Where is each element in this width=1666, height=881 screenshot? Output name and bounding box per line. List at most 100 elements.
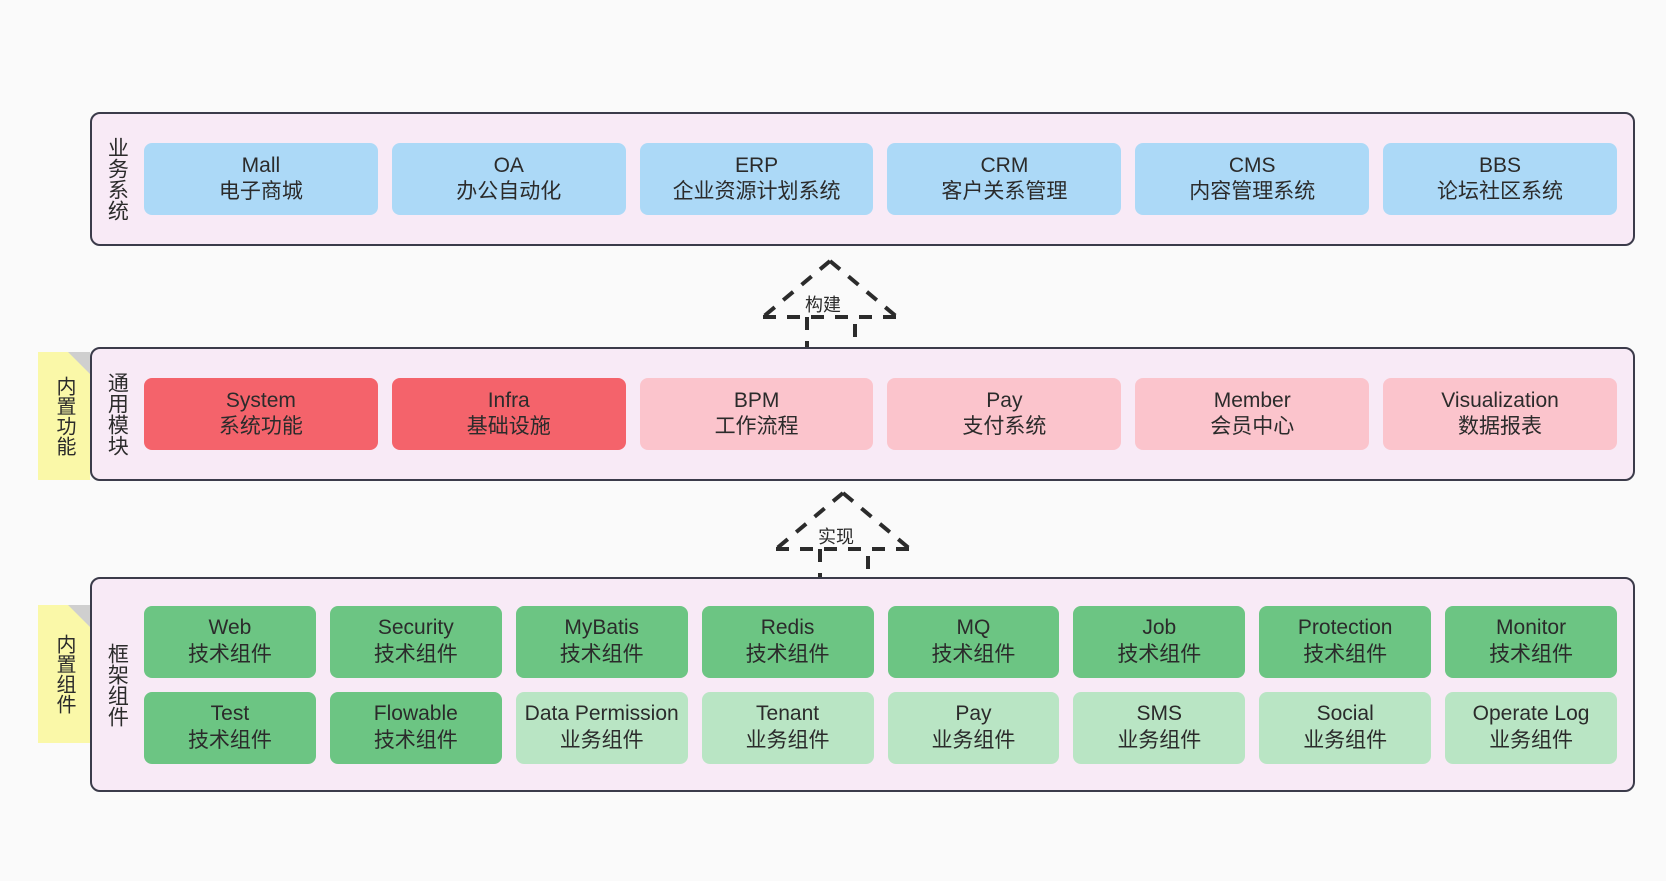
card-title-en: Flowable bbox=[373, 702, 458, 726]
card-title-en: ERP bbox=[734, 153, 779, 177]
card-title-cn: 电子商城 bbox=[218, 180, 303, 203]
layer-modules-body: System 系统功能 Infra 基础设施 BPM 工作流程 Pay 支付系统 Member 会… bbox=[140, 349, 1633, 479]
card-title-en: Job bbox=[1142, 616, 1177, 640]
card-title-en: Pay bbox=[986, 388, 1023, 412]
card-title-en: Security bbox=[377, 616, 454, 640]
card-title-cn: 企业资源计划系统 bbox=[672, 180, 841, 203]
card-title-en: Member bbox=[1213, 388, 1291, 412]
card-title-cn: 业务组件 bbox=[1303, 728, 1388, 752]
sticky-note-builtin-components: 内置组件 bbox=[38, 605, 90, 743]
module-card-member[interactable]: Member 会员中心 bbox=[1135, 378, 1370, 450]
layer-business-title: 业务系统 bbox=[105, 137, 129, 221]
business-card-crm[interactable]: CRM 客户关系管理 bbox=[887, 143, 1122, 215]
card-title-en: System bbox=[225, 388, 296, 412]
card-title-cn: 业务组件 bbox=[745, 728, 830, 752]
card-title-en: MyBatis bbox=[564, 616, 640, 640]
card-title-cn: 技术组件 bbox=[373, 728, 458, 752]
module-card-system[interactable]: System 系统功能 bbox=[144, 378, 378, 450]
modules-cards-row: System 系统功能 Infra 基础设施 BPM 工作流程 Pay 支付系统 Member 会… bbox=[144, 378, 1617, 450]
card-title-cn: 论坛社区系统 bbox=[1437, 180, 1564, 203]
card-title-en: CMS bbox=[1228, 153, 1276, 177]
card-title-en: BPM bbox=[733, 388, 780, 412]
card-title-en: Redis bbox=[760, 616, 815, 640]
card-title-cn: 工作流程 bbox=[714, 415, 799, 438]
card-title-cn: 技术组件 bbox=[559, 642, 644, 666]
card-title-cn: 技术组件 bbox=[745, 642, 830, 666]
card-title-cn: 业务组件 bbox=[1117, 728, 1202, 752]
sticky-fold-icon bbox=[68, 352, 90, 374]
business-card-bbs[interactable]: BBS 论坛社区系统 bbox=[1383, 143, 1617, 215]
card-title-en: Data Permission bbox=[524, 702, 679, 726]
card-title-cn: 技术组件 bbox=[1117, 642, 1202, 666]
card-title-cn: 技术组件 bbox=[187, 642, 272, 666]
card-title-cn: 数据报表 bbox=[1458, 415, 1543, 438]
card-title-en: Web bbox=[208, 616, 252, 640]
card-title-cn: 支付系统 bbox=[962, 415, 1047, 438]
layer-modules-title: 通用模块 bbox=[105, 372, 129, 456]
card-title-cn: 技术组件 bbox=[187, 728, 272, 752]
module-card-bpm[interactable]: BPM 工作流程 bbox=[639, 378, 874, 450]
card-title-en: Monitor bbox=[1496, 616, 1567, 640]
card-title-cn: 内容管理系统 bbox=[1189, 180, 1316, 203]
card-title-en: Test bbox=[210, 702, 250, 726]
card-title-en: SMS bbox=[1136, 702, 1183, 726]
module-card-visualization[interactable]: Visualization 数据报表 bbox=[1383, 378, 1617, 450]
module-card-infra[interactable]: Infra 基础设施 bbox=[391, 378, 626, 450]
card-title-en: BBS bbox=[1479, 153, 1522, 177]
sticky-note-builtin-features-label: 内置功能 bbox=[53, 376, 75, 456]
layer-framework-title: 框架组件 bbox=[105, 642, 129, 727]
card-title-cn: 技术组件 bbox=[931, 642, 1016, 666]
sticky-fold-icon bbox=[68, 605, 90, 627]
business-card-cms[interactable]: CMS 内容管理系统 bbox=[1135, 143, 1370, 215]
card-title-en: Mall bbox=[241, 153, 281, 177]
business-card-mall[interactable]: Mall 电子商城 bbox=[144, 143, 378, 215]
module-card-pay[interactable]: Pay 支付系统 bbox=[887, 378, 1122, 450]
card-title-en: MQ bbox=[956, 616, 991, 640]
card-title-cn: 业务组件 bbox=[1489, 728, 1574, 752]
card-title-cn: 办公自动化 bbox=[456, 180, 562, 203]
card-title-cn: 客户关系管理 bbox=[941, 180, 1068, 203]
connector-build-label: 构建 bbox=[805, 295, 841, 315]
card-title-cn: 系统功能 bbox=[218, 415, 303, 438]
card-title-en: Infra bbox=[487, 388, 530, 412]
sticky-note-builtin-components-label: 内置组件 bbox=[53, 634, 75, 714]
card-title-cn: 业务组件 bbox=[931, 728, 1016, 752]
connector-implement-label: 实现 bbox=[818, 527, 854, 547]
card-title-en: Pay bbox=[955, 702, 992, 726]
card-title-en: Visualization bbox=[1441, 388, 1559, 412]
card-title-cn: 技术组件 bbox=[373, 642, 458, 666]
card-title-cn: 会员中心 bbox=[1210, 415, 1295, 438]
card-title-cn: 技术组件 bbox=[1489, 642, 1574, 666]
card-title-cn: 技术组件 bbox=[1303, 642, 1388, 666]
card-title-en: CRM bbox=[980, 153, 1029, 177]
card-title-en: Operate Log bbox=[1472, 702, 1590, 726]
card-title-cn: 基础设施 bbox=[466, 415, 551, 438]
connector-build: 构建 bbox=[745, 255, 915, 360]
card-title-en: Social bbox=[1316, 702, 1374, 726]
business-card-erp[interactable]: ERP 企业资源计划系统 bbox=[639, 143, 874, 215]
